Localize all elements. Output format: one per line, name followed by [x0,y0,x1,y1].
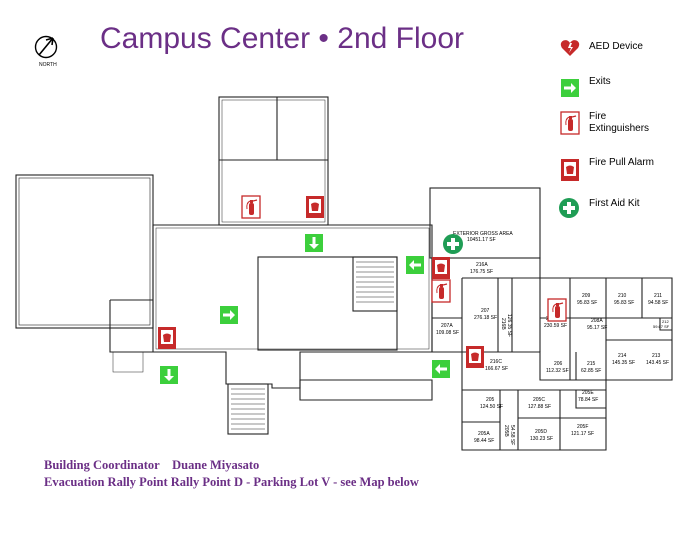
page-title: Campus Center • 2nd Floor [100,22,464,55]
exit-arrow-icon [406,256,424,274]
room-208A-area: 95.17 SF [587,325,607,331]
room-206: 206 [554,361,563,367]
room-205-area: 124.50 SF [480,404,503,410]
room-216A: 216A [476,262,488,268]
room-205E-area: 78.84 SF [578,397,598,403]
room-210-area: 95.83 SF [614,300,634,306]
room-205A-area: 98.44 SF [474,438,494,444]
room-214-area: 145.35 SF [612,360,635,366]
north-arrow-icon [34,35,58,59]
coordinator-name: Duane Miyasato [172,458,260,472]
room-207-area: 276.18 SF [474,315,497,321]
room-215: 215 [587,361,596,367]
fire-extinguisher-icon [547,298,567,322]
room-205B: 205B [503,425,509,437]
room-208A: 208A [591,318,603,324]
room-208-area: 230.59 SF [544,323,567,329]
room-213: 213 [652,353,661,359]
fire-pull-alarm-icon [432,257,450,279]
room-215-area: 62.85 SF [581,368,601,374]
exterior-gross-area-value: 10451.17 SF [467,237,496,243]
fire-pull-alarm-icon [466,346,484,368]
compass-label: NORTH [39,62,57,68]
room-212-area: 59.67 SF [653,324,670,329]
legend-label-exits: Exits [589,76,611,87]
room-213-area: 143.45 SF [646,360,669,366]
room-207A: 207A [441,323,453,329]
room-205A: 205A [478,431,490,437]
room-205C: 205C [533,397,545,403]
room-212: 212 [662,319,669,324]
room-206-area: 112.32 SF [546,368,569,374]
room-216B: 216B [500,318,506,330]
room-205: 205 [486,397,495,403]
legend-label-fire-pull-alarm: Fire Pull Alarm [589,157,655,168]
room-214: 214 [618,353,627,359]
fire-pull-alarm-icon [561,159,579,181]
room-210: 210 [618,293,627,299]
room-209-area: 95.83 SF [577,300,597,306]
room-205E: 205E [582,390,594,396]
room-207: 207 [481,308,490,314]
rally-point: Evacuation Rally Point Rally Point D - P… [44,475,419,489]
room-216C-area: 166.67 SF [485,366,508,372]
room-205D-area: 130.23 SF [530,436,553,442]
exit-arrow-icon [432,360,450,378]
fire-extinguisher-icon [241,195,261,219]
fire-pull-alarm-icon [158,327,176,349]
room-205F: 205F [577,424,588,430]
legend-label-fire-extinguishers: Fire Extinguishers [589,111,650,134]
aed-icon [560,40,580,56]
legend-label-aed: AED Device [589,41,643,52]
fire-extinguisher-icon [431,279,451,303]
room-205C-area: 127.88 SF [528,404,551,410]
exit-arrow-icon [160,366,178,384]
building-walls [15,96,673,451]
legend-icons [559,40,580,218]
room-207A-area: 109.08 SF [436,330,459,336]
room-216B-area: 126.35 SF [506,314,512,337]
exit-arrow-icon [220,306,238,324]
room-205D: 205D [535,429,547,435]
building-coordinator: Building Coordinator Duane Miyasato [44,458,259,473]
first-aid-icon [559,198,579,218]
room-211-area: 94.58 SF [648,300,668,306]
exterior-gross-area-label: EXTERIOR GROSS AREA [453,231,513,237]
first-aid-icon [443,234,463,254]
exit-arrow-icon [305,234,323,252]
room-209: 209 [582,293,591,299]
exit-arrow-icon [561,79,579,97]
fire-pull-alarm-icon [306,196,324,218]
fire-extinguisher-icon [560,111,580,135]
room-211: 211 [654,293,662,299]
legend-label-first-aid: First Aid Kit [589,198,640,209]
room-216A-area: 176.75 SF [470,269,493,275]
room-216C: 216C [490,359,502,365]
room-205F-area: 121.17 SF [571,431,594,437]
room-205B-area: 54.58 SF [509,425,515,445]
coordinator-label: Building Coordinator [44,458,160,472]
